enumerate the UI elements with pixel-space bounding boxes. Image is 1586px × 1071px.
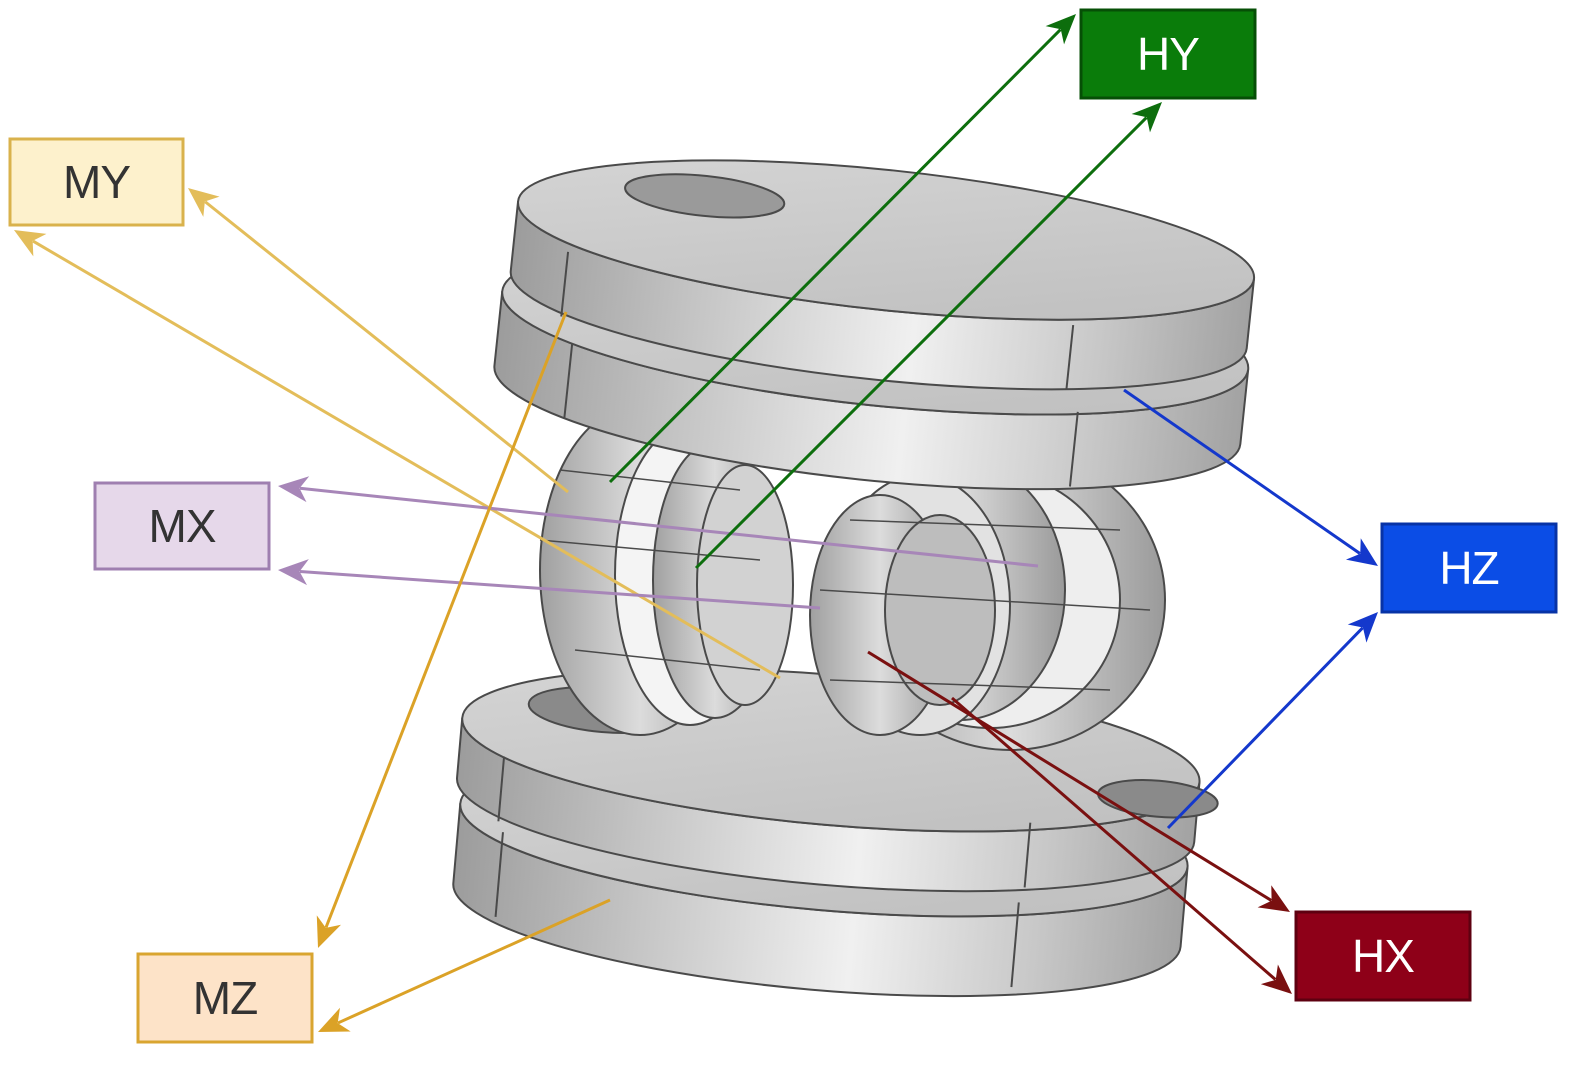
mx-arrow-1-head [278,476,310,503]
mz-label: MZ [192,972,258,1024]
hx-arrow-2-shaft [951,696,1277,981]
hz-arrow-2-shaft [1166,626,1364,830]
hz-arrow-1-head [1345,538,1378,566]
hx-arrow-1-head [1257,885,1290,912]
mz-arrow-2 [318,898,611,1032]
my-arrow-2-head [14,230,47,257]
my-arrow-1-head [188,188,220,217]
hz-arrow-2 [1166,612,1378,830]
my-label: MY [63,156,131,208]
mz-arrow-1-shaft [324,311,568,929]
mx-label: MX [148,500,217,552]
hx-arrow-1-shaft [867,650,1273,902]
my-arrow-1-shaft [204,200,569,494]
hz-label: HZ [1439,542,1499,594]
hz-label-box [1380,522,1558,614]
mz-arrow-2-head [318,1007,351,1032]
coil-right [809,449,1166,751]
mx-arrow-2-shaft [299,570,821,610]
my-arrow-2 [14,230,781,680]
mx-label-box [93,481,271,571]
my-arrow-2-shaft [32,239,781,680]
hy-arrow-1-shaft [608,28,1062,484]
coil-assembly-3d-icon [452,159,1256,998]
hx-arrow-2 [951,696,1292,994]
my-label-box [8,137,185,227]
hy-arrow-2-head [1131,102,1162,133]
mx-arrow-2 [278,559,821,610]
hy-arrow-1 [608,14,1076,484]
hx-arrow-2-head [1260,964,1292,994]
upper-plate-top-disc [509,159,1256,391]
hy-arrow-2 [694,102,1162,570]
hy-label: HY [1137,28,1200,80]
hy-arrow-2-shaft [694,116,1148,570]
mz-label-box [136,952,314,1044]
hy-label-box [1079,8,1257,100]
mx-arrow-2-head [278,559,309,586]
mx-arrow-1 [278,476,1039,568]
hx-arrow-1 [867,650,1290,912]
hx-label-box [1294,910,1472,1002]
mx-arrow-1-shaft [299,486,1039,568]
mz-arrow-1-head [316,915,342,948]
hz-arrow-1-shaft [1123,388,1361,555]
mz-arrow-1 [316,311,568,948]
my-arrow-1 [188,188,569,494]
mz-arrow-2-shaft [337,898,611,1025]
hy-arrow-1-head [1045,14,1076,45]
hx-label: HX [1352,930,1415,982]
hz-arrow-2-head [1347,612,1378,643]
hz-arrow-1 [1123,388,1378,566]
